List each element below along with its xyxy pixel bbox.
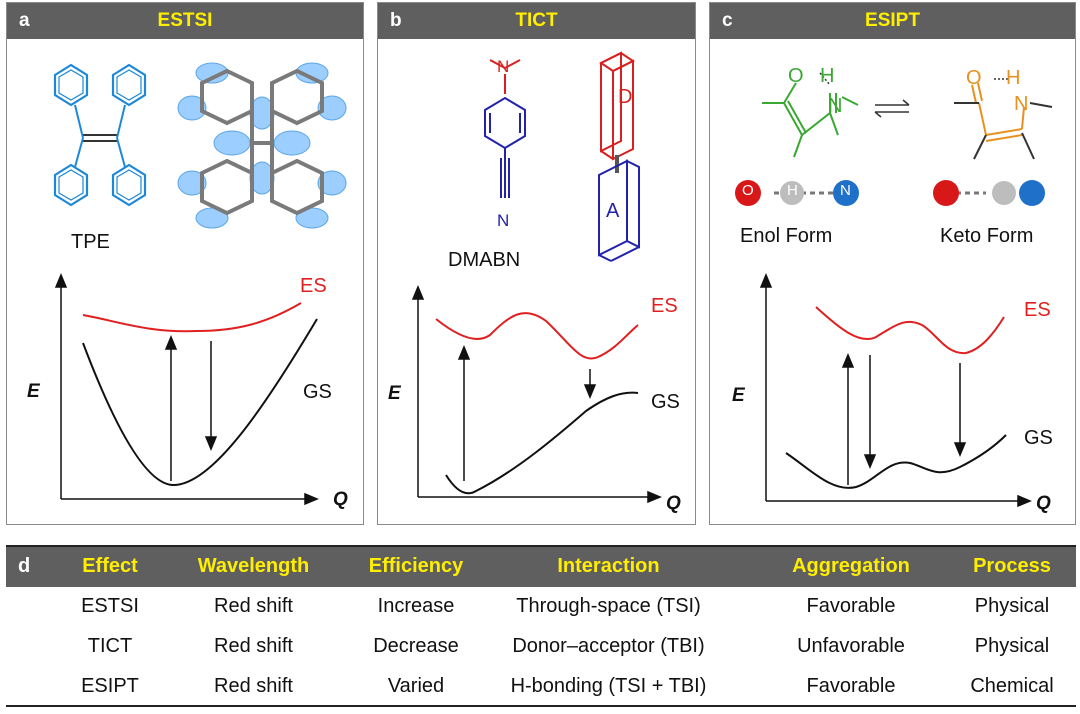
panel-header: c ESIPT [710, 3, 1075, 39]
orbital-picture [177, 62, 347, 229]
table-cell: Decrease [373, 635, 459, 657]
e-axis-label-b: E [388, 383, 401, 404]
keto-oxygen: O [966, 67, 982, 89]
dmabn-n-bottom: N [497, 211, 510, 230]
table-row: ESIPT Red shift Varied H-bonding (TSI + … [6, 667, 1076, 707]
table-cell: H-bonding (TSI + TBI) [510, 675, 707, 697]
es-label-b: ES [651, 295, 678, 317]
e-axis-label-c: E [732, 385, 745, 406]
table-cell: Chemical [970, 675, 1054, 697]
table-cell: Unfavorable [797, 635, 905, 657]
header-interaction: Interaction [557, 555, 660, 577]
ball-h: H [787, 182, 798, 199]
panel-header: a ESTSI [7, 3, 363, 39]
q-axis-label-c: Q [1036, 493, 1051, 514]
panel-title: ESTSI [157, 10, 213, 31]
table-cell: Increase [377, 595, 455, 617]
energy-diagram-a [54, 273, 319, 506]
header-effect: Effect [82, 555, 138, 577]
dmabn-n-top: N [497, 57, 510, 76]
ball-n: N [840, 182, 851, 199]
table-cell: ESTSI [81, 595, 139, 617]
table-cell: Favorable [806, 595, 896, 617]
enol-nitrogen: N [828, 95, 843, 117]
twisted-donor-acceptor [598, 51, 640, 262]
panel-estsi: a ESTSI TPE [6, 2, 364, 525]
keto-ball-model [932, 178, 1062, 208]
header-wavelength: Wavelength [197, 555, 310, 577]
keto-structure [954, 78, 1053, 160]
keto-nitrogen: N [1014, 93, 1029, 115]
equilibrium-arrow [874, 99, 910, 118]
panel-letter: c [722, 10, 733, 31]
enol-ball-model: O H N [734, 178, 864, 208]
donor-label: D [618, 86, 633, 108]
ball-o: O [742, 182, 754, 199]
table-cell: ESIPT [81, 675, 139, 697]
panel-title: ESIPT [865, 10, 920, 31]
gs-label-a: GS [303, 381, 332, 403]
enol-form-label: Enol Form [740, 225, 833, 247]
table-cell: Red shift [214, 595, 293, 617]
table-cell: Red shift [214, 635, 293, 657]
table-row: TICT Red shift Decrease Donor–acceptor (… [6, 627, 1076, 667]
table-cell: Varied [387, 675, 445, 697]
panel-letter: d [18, 555, 31, 577]
enol-structure [762, 72, 859, 158]
q-axis-label-a: Q [333, 489, 348, 510]
panel-letter: b [390, 10, 402, 31]
comparison-table: d Effect Wavelength Efficiency Interacti… [6, 545, 1076, 710]
table-cell: Donor–acceptor (TBI) [512, 635, 705, 657]
panel-title: TICT [515, 10, 558, 31]
es-label-c: ES [1024, 299, 1051, 321]
tpe-label: TPE [71, 231, 110, 253]
gs-label-b: GS [651, 391, 680, 413]
table-cell: Physical [974, 595, 1050, 617]
table-header: d Effect Wavelength Efficiency Interacti… [6, 545, 1076, 587]
dmabn-structure [484, 59, 526, 198]
table-bottom-rule [6, 705, 1076, 707]
panel-tict: b TICT N N DMABN D A [377, 2, 696, 525]
es-label-a: ES [300, 275, 327, 297]
table-cell: Favorable [806, 675, 896, 697]
enol-hydrogen: H [820, 65, 835, 87]
energy-diagram-c [759, 273, 1032, 508]
table-cell: TICT [87, 635, 133, 657]
table-cell: Physical [974, 635, 1050, 657]
e-axis-label-a: E [27, 381, 40, 402]
table-cell: Through-space (TSI) [516, 595, 701, 617]
dmabn-label: DMABN [448, 249, 521, 271]
header-aggregation: Aggregation [792, 555, 910, 577]
panel-esipt: c ESIPT O H N [709, 2, 1076, 525]
header-efficiency: Efficiency [368, 555, 464, 577]
q-axis-label-b: Q [666, 493, 681, 514]
keto-form-label: Keto Form [940, 225, 1034, 247]
acceptor-label: A [606, 200, 620, 222]
energy-diagram-b [411, 285, 662, 504]
table-cell: Red shift [214, 675, 293, 697]
keto-hydrogen: H [1006, 67, 1021, 89]
tpe-structure [53, 63, 147, 207]
gs-label-c: GS [1024, 427, 1053, 449]
panel-letter: a [19, 10, 30, 31]
header-process: Process [973, 555, 1051, 577]
table-row: ESTSI Red shift Increase Through-space (… [6, 587, 1076, 627]
enol-oxygen: O [788, 65, 804, 87]
panel-header: b TICT [378, 3, 695, 39]
